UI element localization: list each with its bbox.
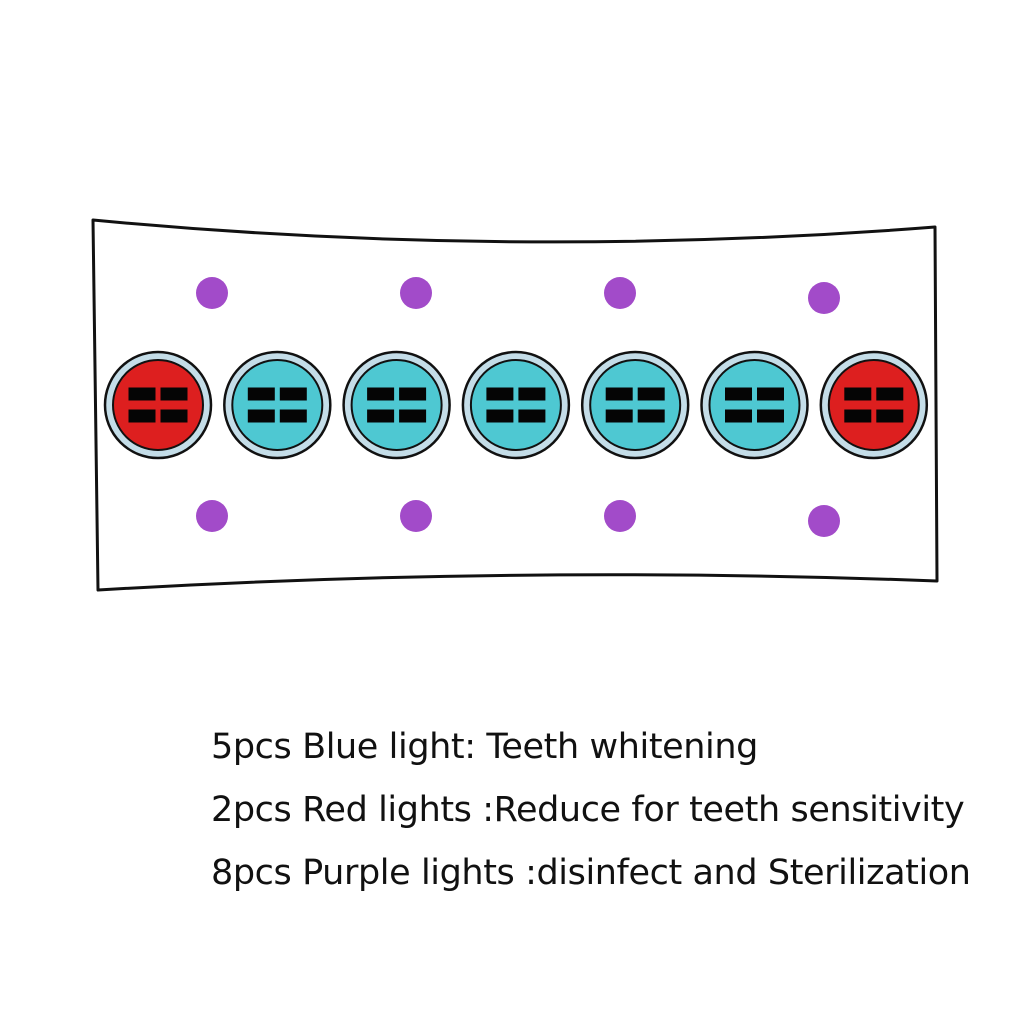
led-chip [725,409,752,423]
led-chip [605,387,633,401]
red-led [819,350,929,460]
main-led-row [103,350,929,460]
led-lens [112,359,204,451]
led-chip [757,387,784,401]
led-lens [827,359,920,451]
led-chip [247,387,275,401]
red-led [103,350,213,460]
led-chip [605,409,633,423]
legend-purple-light: 8pcs Purple lights :disinfect and Steril… [211,853,971,893]
led-chip [757,409,784,423]
led-chip [637,409,665,423]
purple-led [196,500,228,532]
led-chip [160,409,188,423]
led-chip [160,387,188,401]
blue-led [700,350,809,460]
blue-led [580,350,690,460]
led-chip [876,387,904,401]
led-chip [367,409,395,423]
legend-blue-light: 5pcs Blue light: Teeth whitening [211,727,758,767]
led-chip [128,409,156,423]
legend-list: 5pcs Blue light: Teeth whitening 2pcs Re… [211,716,971,905]
blue-led [342,350,451,460]
led-chip [486,409,514,423]
led-chip [399,387,427,401]
led-chip [279,387,307,401]
led-lens [231,359,324,451]
led-chip [518,387,546,401]
purple-led [196,277,228,309]
led-chip [725,387,752,401]
blue-led [223,350,332,460]
purple-led [604,500,636,532]
purple-led [808,282,840,314]
led-chip [247,409,275,423]
led-chip [486,387,514,401]
purple-led-group [196,277,840,537]
led-chip [844,409,872,423]
led-lens [350,359,443,451]
led-chip [279,409,307,423]
led-chip [637,387,665,401]
led-chip [844,387,872,401]
led-lens [708,359,801,451]
purple-led [400,500,432,532]
led-chip [876,409,904,423]
blue-led [461,350,571,460]
led-lens [589,359,682,451]
purple-led [808,505,840,537]
led-chip [367,387,395,401]
purple-led [604,277,636,309]
led-chip [399,409,427,423]
purple-led [400,277,432,309]
led-chip [518,409,546,423]
legend-red-light: 2pcs Red lights :Reduce for teeth sensit… [211,790,965,830]
led-chip [128,387,156,401]
led-lens [469,359,562,451]
